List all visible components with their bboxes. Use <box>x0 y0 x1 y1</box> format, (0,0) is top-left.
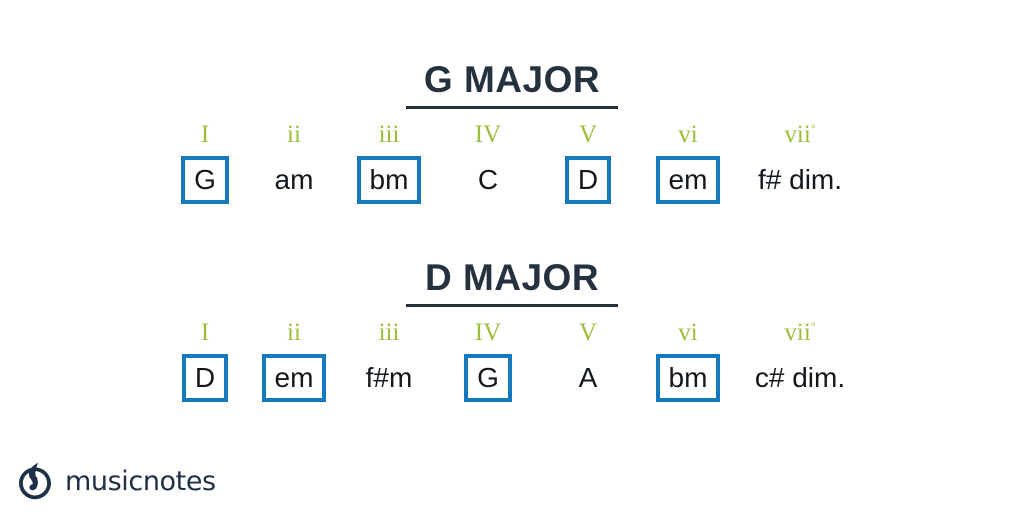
numeral-cell-2: ii <box>248 121 340 147</box>
roman-numeral: IV <box>474 318 502 346</box>
numeral-cell-7: vii° <box>738 319 862 345</box>
chord-row: G am bm C D em f# dim. <box>162 147 862 207</box>
chord-label: D <box>181 354 229 402</box>
roman-numeral: vi <box>678 318 698 346</box>
numeral-cell-3: iii <box>340 319 438 345</box>
chord-cell-3: f#m <box>340 345 438 405</box>
chord-label: G <box>181 156 229 204</box>
title-underline <box>406 304 618 307</box>
chord-cell-2: am <box>248 147 340 207</box>
chord-label: C <box>477 164 499 195</box>
roman-numeral: iii <box>378 120 400 148</box>
numeral-cell-6: vi <box>638 121 738 147</box>
chord-cell-2: em <box>248 345 340 405</box>
roman-numeral: I <box>200 120 210 148</box>
key-section-g-major: G MAJOR I ii iii IV V vi vii° G am bm C … <box>0 58 1024 207</box>
key-section-d-major: D MAJOR I ii iii IV V vi vii° D em f#m G… <box>0 256 1024 405</box>
musicnotes-logo: musicnotes <box>16 462 216 500</box>
degree-table: I ii iii IV V vi vii° G am bm C D em f# … <box>162 121 862 207</box>
chord-cell-4: G <box>438 345 538 405</box>
numeral-cell-5: V <box>538 319 638 345</box>
chord-label: bm <box>655 354 721 402</box>
chord-label: am <box>274 164 314 195</box>
degree-symbol: ° <box>810 319 816 334</box>
musicnotes-flame-circle-icon <box>19 462 51 500</box>
title-underline <box>406 106 618 109</box>
chord-label: em <box>261 354 327 402</box>
chord-cell-1: G <box>162 147 248 207</box>
roman-numeral: iii <box>378 318 400 346</box>
roman-numeral: vii° <box>784 120 816 148</box>
chord-cell-5: A <box>538 345 638 405</box>
numeral-cell-4: IV <box>438 319 538 345</box>
chord-label: em <box>655 156 721 204</box>
roman-numeral: I <box>200 318 210 346</box>
numeral-cell-2: ii <box>248 319 340 345</box>
roman-numeral: V <box>578 120 598 148</box>
roman-numeral: vi <box>678 120 698 148</box>
numeral-cell-3: iii <box>340 121 438 147</box>
numeral-cell-1: I <box>162 319 248 345</box>
roman-numeral: V <box>578 318 598 346</box>
key-title: G MAJOR <box>423 59 601 100</box>
musicnotes-wordmark: musicnotes <box>65 465 216 497</box>
chord-cell-7: f# dim. <box>738 147 862 207</box>
chord-cell-5: D <box>538 147 638 207</box>
roman-numeral: ii <box>287 120 301 148</box>
chord-label: c# dim. <box>754 362 846 393</box>
chord-cell-1: D <box>162 345 248 405</box>
chord-cell-6: em <box>638 147 738 207</box>
degree-table: I ii iii IV V vi vii° D em f#m G A bm c#… <box>162 319 862 405</box>
numeral-cell-4: IV <box>438 121 538 147</box>
chord-cell-6: bm <box>638 345 738 405</box>
numeral-cell-1: I <box>162 121 248 147</box>
chord-label: G <box>464 354 512 402</box>
chord-row: D em f#m G A bm c# dim. <box>162 345 862 405</box>
chord-label: A <box>578 362 598 393</box>
numeral-cell-5: V <box>538 121 638 147</box>
chord-cell-4: C <box>438 147 538 207</box>
roman-numeral-row: I ii iii IV V vi vii° <box>162 319 862 345</box>
key-title: D MAJOR <box>424 257 600 298</box>
roman-numeral: ii <box>287 318 301 346</box>
numeral-cell-7: vii° <box>738 121 862 147</box>
chord-cell-7: c# dim. <box>738 345 862 405</box>
roman-numeral: vii° <box>784 318 816 346</box>
roman-numeral-row: I ii iii IV V vi vii° <box>162 121 862 147</box>
roman-numeral: IV <box>474 120 502 148</box>
chord-label: f#m <box>365 362 413 393</box>
chord-label: f# dim. <box>757 164 843 195</box>
chord-label: D <box>564 156 612 204</box>
degree-symbol: ° <box>810 121 816 136</box>
chord-label: bm <box>356 156 422 204</box>
chord-cell-3: bm <box>340 147 438 207</box>
numeral-cell-6: vi <box>638 319 738 345</box>
